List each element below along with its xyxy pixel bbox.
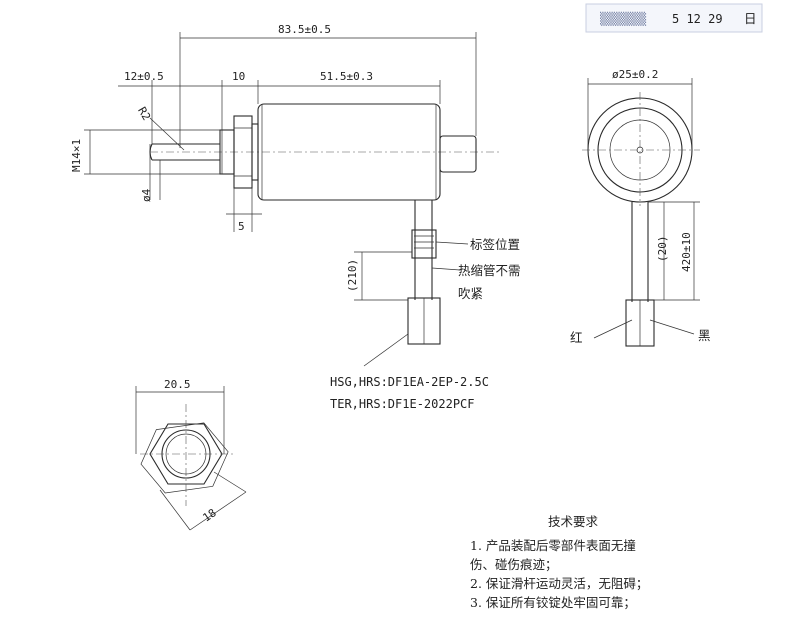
- tech-requirement-item: 3. 保证所有铰锭处牢固可靠；: [470, 595, 636, 610]
- tech-requirement-item: 1. 产品装配后零部件表面无撞: [470, 538, 636, 553]
- wire-red-label: 红: [570, 330, 583, 345]
- svg-text:▒▒▒▒▒: ▒▒▒▒▒: [600, 11, 647, 26]
- wire-black-label: 黑: [698, 328, 711, 343]
- stamp-text: 5 12 29: [672, 12, 723, 26]
- shrink-tube-note-2: 吹紧: [458, 286, 483, 301]
- date-stamp: ▒▒▒▒▒ 5 12 29 日: [585, 3, 763, 33]
- tech-requirements: 技术要求 1. 产品装配后零部件表面无撞 伤、碰伤痕迹； 2. 保证滑杆运动灵活…: [470, 514, 648, 610]
- tech-requirement-item: 伤、碰伤痕迹；: [470, 557, 558, 572]
- dim-left-shaft: 12±0.5: [124, 70, 164, 83]
- dim-hex-width: 20.5: [164, 378, 191, 391]
- tech-requirements-title: 技术要求: [548, 514, 599, 529]
- shrink-tube-note-1: 热缩管不需: [458, 263, 521, 278]
- tech-requirement-item: 2. 保证滑杆运动灵活，无阻碍；: [470, 576, 648, 591]
- dim-lead-length-2: 420±10: [680, 232, 693, 272]
- solenoid-end-view: ø25±0.2 (20) 420±10: [582, 68, 700, 347]
- connector-housing-spec: HSG,HRS:DF1EA-2EP-2.5C: [330, 375, 489, 389]
- hex-nut-view: 20.5 18: [135, 378, 247, 531]
- dim-end-diameter: ø25±0.2: [612, 68, 658, 81]
- dim-nut-thickness: 5: [238, 220, 245, 233]
- dim-lead-ref: (20): [656, 236, 669, 263]
- side-view-dimensions: 83.5±0.5 12±0.5 10 51.5±0.3 R2 M14×1 ø4 …: [70, 23, 477, 367]
- dim-nut-width: 10: [232, 70, 245, 83]
- connector-terminal-spec: TER,HRS:DF1E-2022PCF: [330, 397, 475, 411]
- solenoid-side-view: [149, 103, 500, 345]
- dim-overall-length: 83.5±0.5: [278, 23, 331, 36]
- dim-hex-across-flats: 18: [200, 506, 218, 524]
- label-position-note: 标签位置: [470, 237, 520, 252]
- dim-body-length: 51.5±0.3: [320, 70, 373, 83]
- dim-radius: R2: [135, 105, 153, 123]
- dim-thread: M14×1: [70, 139, 83, 172]
- dim-shaft-dia: ø4: [140, 188, 153, 202]
- stamp-suffix: 日: [744, 11, 757, 26]
- dim-lead-length: (210): [346, 259, 359, 292]
